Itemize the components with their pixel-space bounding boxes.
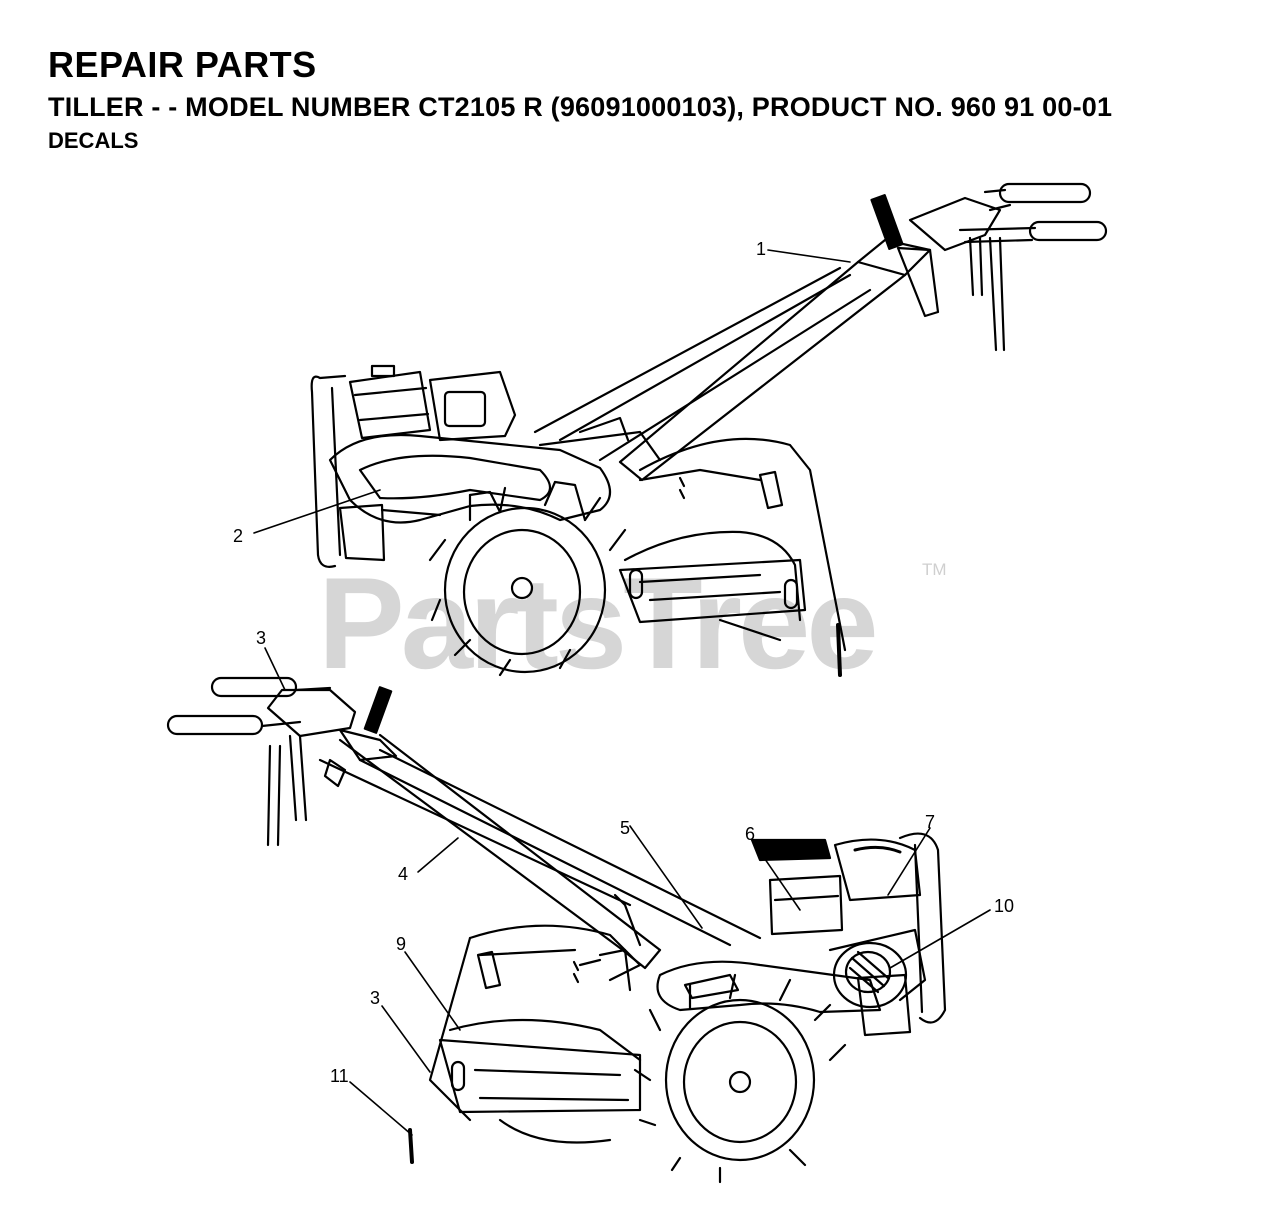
lower-tiller: [166, 676, 947, 1184]
page-title: REPAIR PARTS: [48, 44, 317, 85]
callout-7: 7: [925, 812, 935, 832]
callout-numbers: 1 2 3 3 4 5 6 7 9 10 11: [233, 239, 1014, 1086]
callout-3-lower: 3: [370, 988, 380, 1008]
upper-tiller: [310, 182, 1108, 677]
watermark-trademark: TM: [922, 560, 947, 579]
callout-leaders: [253, 249, 991, 1136]
callout-1: 1: [756, 239, 766, 259]
callout-9: 9: [396, 934, 406, 954]
callout-10: 10: [994, 896, 1014, 916]
callout-2: 2: [233, 526, 243, 546]
section-label: DECALS: [48, 128, 139, 153]
callout-5: 5: [620, 818, 630, 838]
model-subtitle: TILLER - - MODEL NUMBER CT2105 R (960910…: [48, 92, 1113, 122]
callout-6: 6: [745, 824, 755, 844]
callout-11: 11: [330, 1066, 349, 1086]
callout-4: 4: [398, 864, 408, 884]
callout-3-upper: 3: [256, 628, 266, 648]
